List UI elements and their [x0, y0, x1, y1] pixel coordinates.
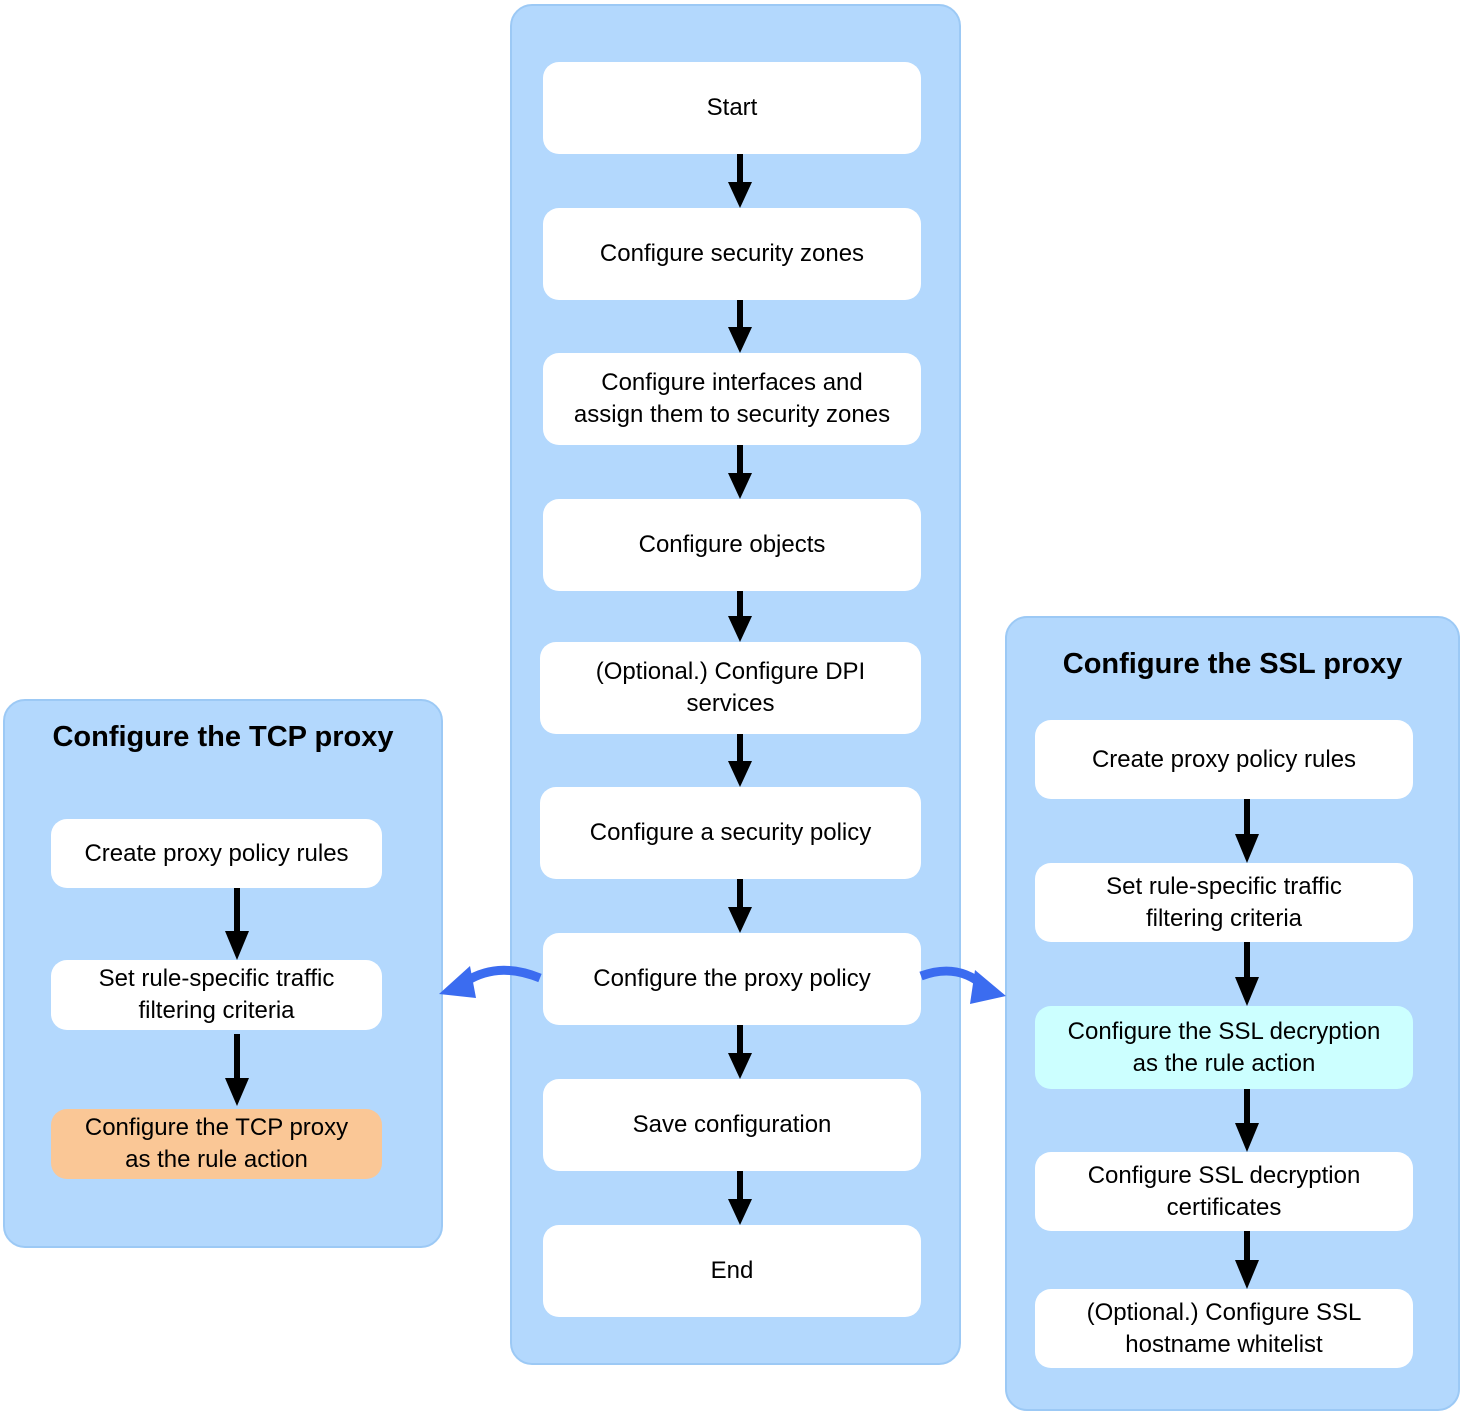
step-configure-dpi-services: (Optional.) Configure DPI services — [540, 642, 921, 734]
arrow-down — [728, 591, 752, 642]
ssl-step-hostname-whitelist: (Optional.) Configure SSL hostname white… — [1035, 1289, 1413, 1368]
arrow-down — [1235, 1089, 1259, 1152]
tcp-step-create-rules: Create proxy policy rules — [51, 819, 382, 888]
step-configure-objects: Configure objects — [543, 499, 921, 591]
ssl-step-rule-action: Configure the SSL decryption as the rule… — [1035, 1006, 1413, 1089]
tcp-panel-title: Configure the TCP proxy — [52, 721, 394, 753]
step-save-configuration: Save configuration — [543, 1079, 921, 1171]
tcp-step-set-criteria: Set rule-specific traffic filtering crit… — [51, 960, 382, 1030]
arrow-down — [225, 1034, 249, 1106]
step-configure-proxy-policy: Configure the proxy policy — [543, 933, 921, 1025]
step-configure-interfaces: Configure interfaces and assign them to … — [543, 353, 921, 445]
arrow-down — [728, 445, 752, 499]
branch-arrow-to-tcp — [439, 965, 542, 998]
ssl-step-create-rules: Create proxy policy rules — [1035, 720, 1413, 799]
arrow-down — [1235, 799, 1259, 863]
arrow-down — [728, 734, 752, 787]
ssl-panel-title: Configure the SSL proxy — [1062, 648, 1403, 680]
arrow-down — [225, 888, 249, 960]
arrow-down — [728, 154, 752, 208]
ssl-step-decryption-certificates: Configure SSL decryption certificates — [1035, 1152, 1413, 1231]
step-start: Start — [543, 62, 921, 154]
arrow-down — [1235, 1231, 1259, 1289]
arrow-down — [728, 1171, 752, 1225]
arrow-down — [728, 300, 752, 353]
arrow-down — [728, 879, 752, 933]
step-configure-security-zones: Configure security zones — [543, 208, 921, 300]
step-configure-security-policy: Configure a security policy — [540, 787, 921, 879]
tcp-step-rule-action: Configure the TCP proxy as the rule acti… — [51, 1109, 382, 1179]
arrow-down — [1235, 942, 1259, 1006]
step-end: End — [543, 1225, 921, 1317]
ssl-step-set-criteria: Set rule-specific traffic filtering crit… — [1035, 863, 1413, 942]
arrow-down — [728, 1025, 752, 1079]
branch-arrow-to-ssl — [919, 966, 1006, 1004]
